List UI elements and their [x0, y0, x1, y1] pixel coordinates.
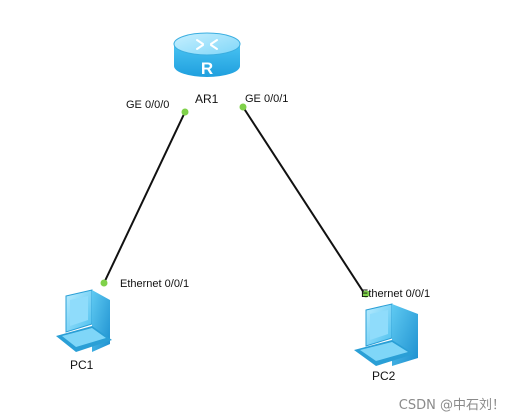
- pc1-label: PC1: [70, 358, 94, 372]
- port-label-ar1-ge000: GE 0/0/0: [126, 99, 170, 111]
- router-label: AR1: [195, 92, 219, 106]
- port-label-pc2-eth: Ethernet 0/0/1: [361, 288, 431, 300]
- port-label-ar1-ge001: GE 0/0/1: [245, 93, 289, 105]
- port-dot: [239, 103, 247, 111]
- port-label-pc1-eth: Ethernet 0/0/1: [120, 278, 190, 290]
- pc-icon[interactable]: [56, 289, 112, 352]
- router-glyph: R: [201, 59, 213, 78]
- watermark: CSDN @中石刘！: [398, 398, 505, 413]
- pc-icon[interactable]: [354, 303, 418, 366]
- port-dot: [181, 108, 189, 116]
- link-ar1-pc2[interactable]: [242, 106, 367, 297]
- link-ar1-pc1[interactable]: [103, 111, 186, 284]
- pc2-label: PC2: [372, 369, 396, 383]
- port-dot: [100, 279, 108, 287]
- port-dot: [362, 290, 370, 298]
- router-icon[interactable]: R: [173, 32, 241, 78]
